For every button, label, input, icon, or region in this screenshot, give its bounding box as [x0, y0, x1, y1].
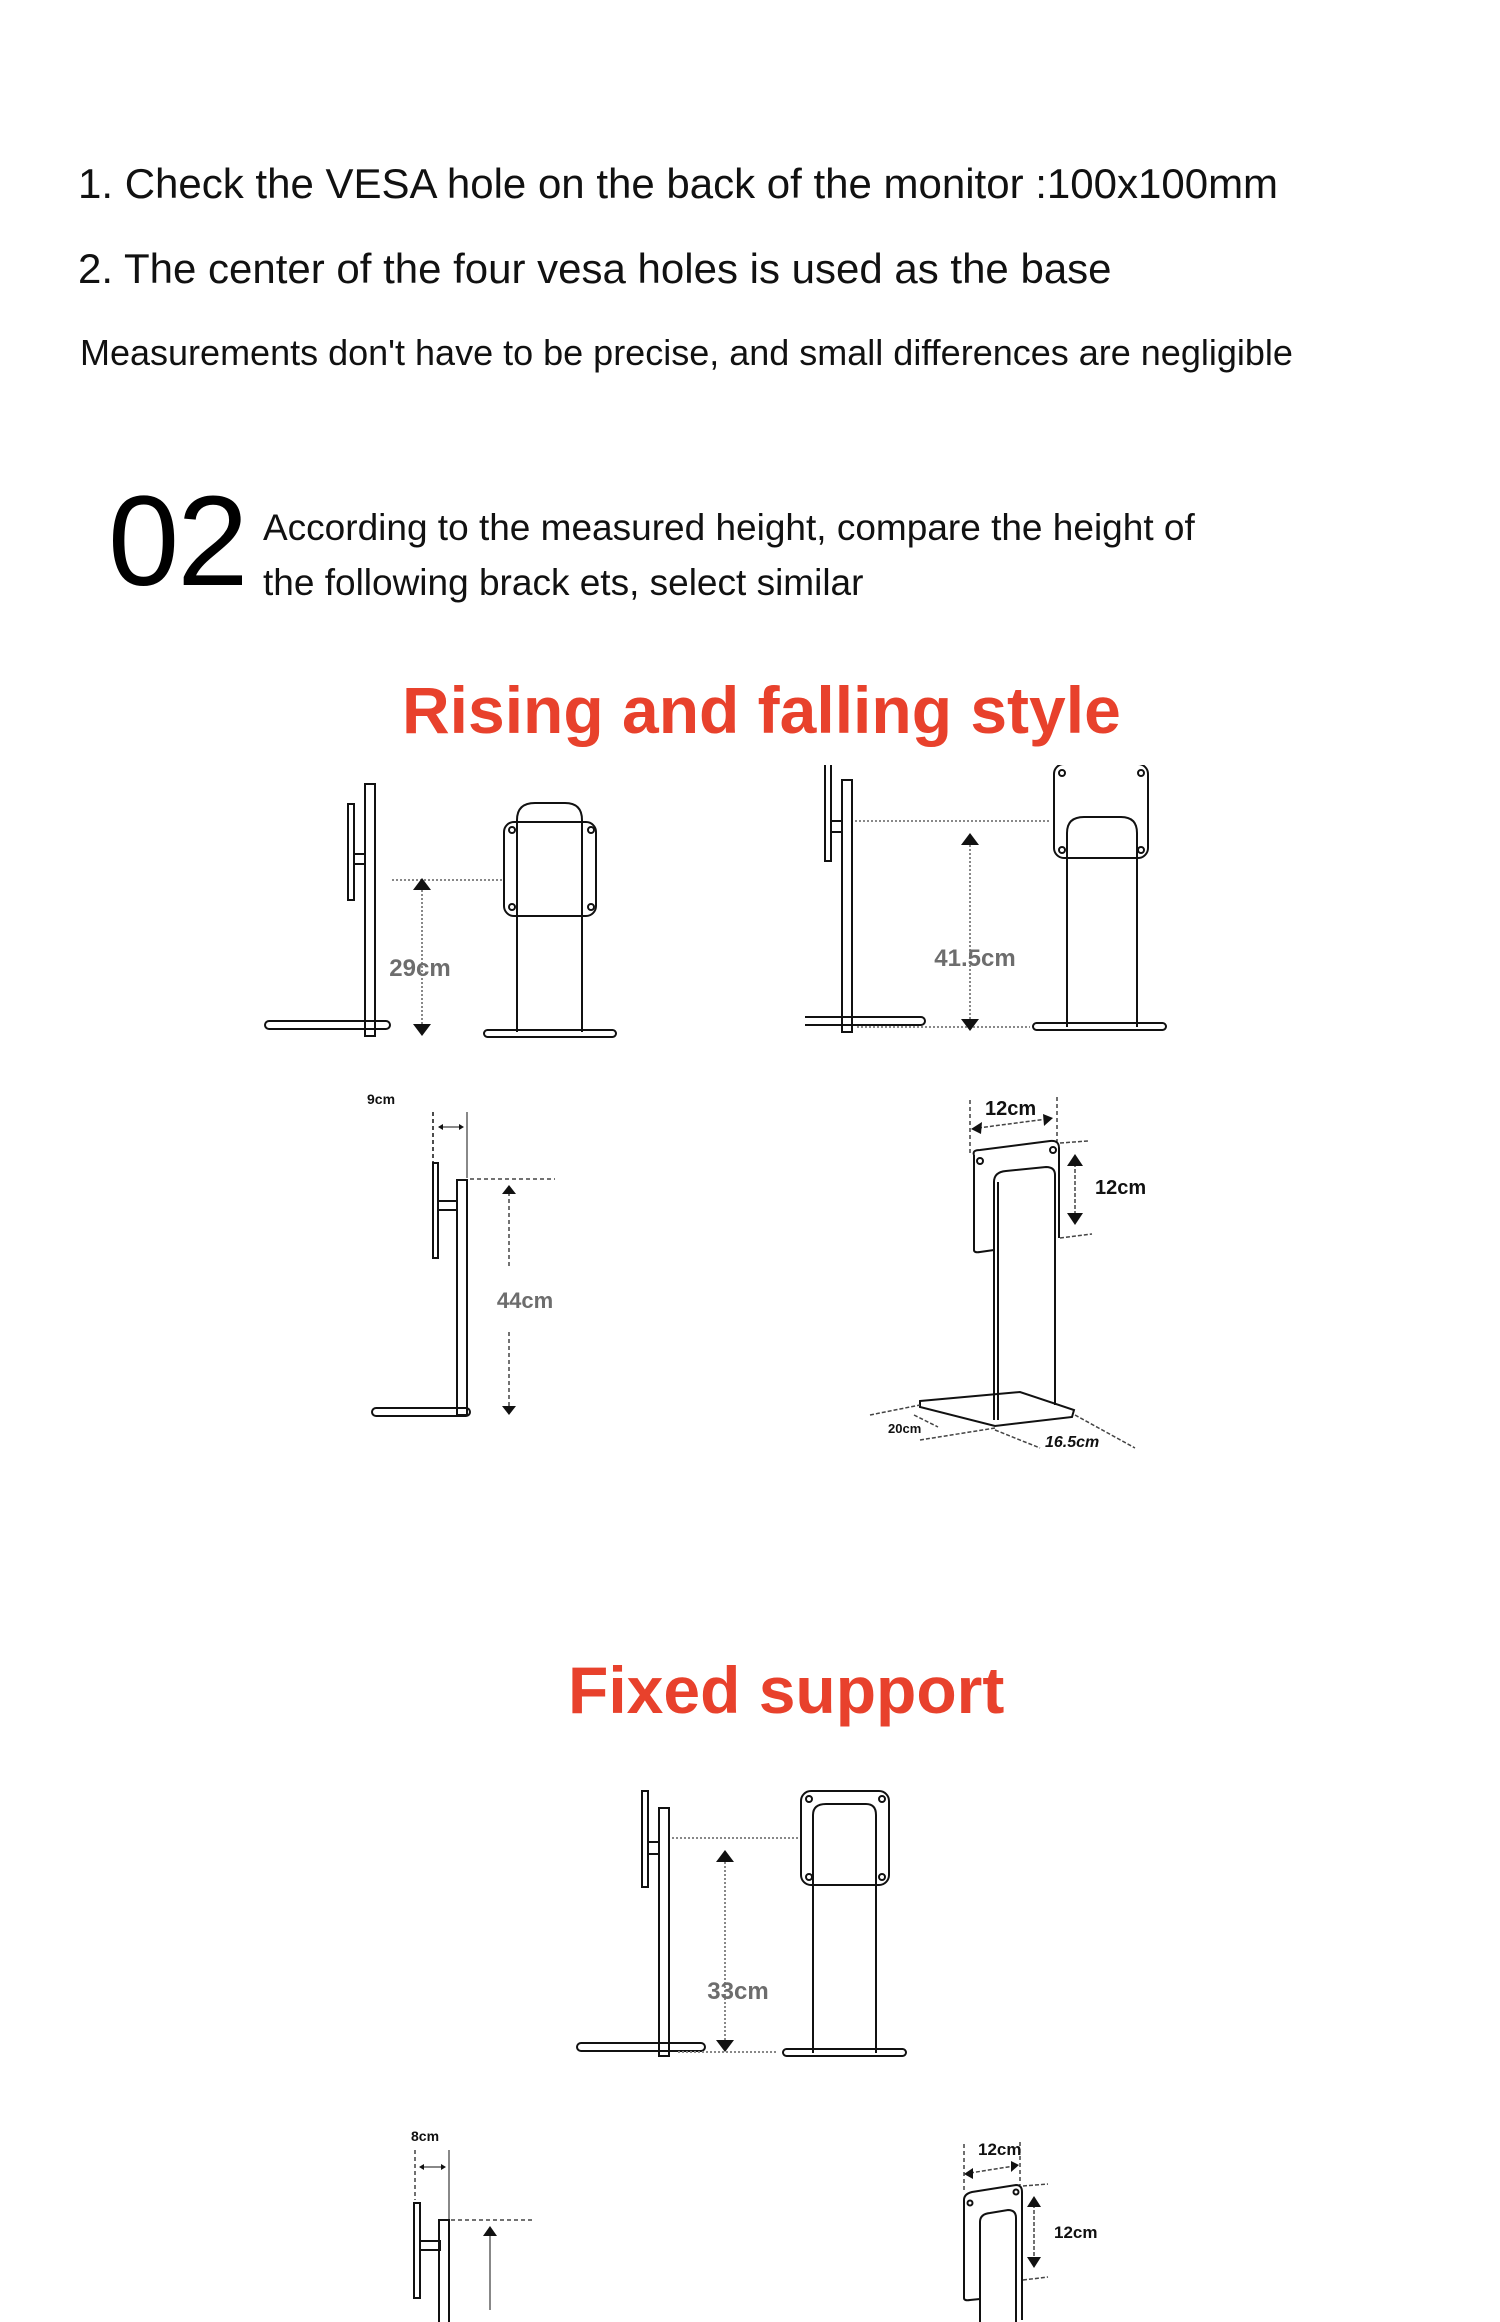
plate-width-label: 12cm: [985, 1098, 1036, 1120]
step-02-line-2: the following brack ets, select similar: [263, 562, 864, 603]
diagram-rising-isometric: 12cm 12cm 20cm: [850, 1070, 1160, 1450]
measurement-note: Measurements don't have to be precise, a…: [80, 332, 1293, 373]
plate-height-label: 12cm: [1054, 2223, 1097, 2242]
base-depth-label: 16.5cm: [1045, 1434, 1099, 1450]
diagram-fixed-33cm: 33cm: [570, 1790, 940, 2070]
section-title-fixed-support: Fixed support: [568, 1653, 1005, 1727]
depth-label: 9cm: [367, 1091, 395, 1107]
plate-height-label: 12cm: [1095, 1177, 1146, 1199]
diagram-fixed-isometric: 12cm 12cm: [950, 2130, 1150, 2322]
diagram-fixed-side-profile: 8cm: [395, 2120, 575, 2322]
diagram-rising-29cm: 29cm: [255, 770, 625, 1040]
diagram-rising-41-5cm: 41.5cm: [805, 765, 1175, 1040]
section-title-rising-falling: Rising and falling style: [402, 673, 1121, 747]
instruction-step-2: 2. The center of the four vesa holes is …: [78, 245, 1112, 292]
step-number: 02: [108, 470, 248, 613]
height-label: 33cm: [707, 1978, 768, 2005]
height-label: 41.5cm: [934, 945, 1015, 972]
depth-label: 8cm: [411, 2128, 439, 2144]
step-02-description: According to the measured height, compar…: [263, 500, 1363, 610]
step-02-line-1: According to the measured height, compar…: [263, 507, 1195, 548]
diagram-rising-side-44cm: 9cm 44cm: [345, 1070, 565, 1420]
plate-width-label: 12cm: [978, 2140, 1021, 2159]
height-label: 29cm: [389, 955, 450, 982]
base-width-label: 20cm: [888, 1421, 921, 1436]
instruction-step-1: 1. Check the VESA hole on the back of th…: [78, 160, 1279, 207]
height-label: 44cm: [497, 1288, 553, 1313]
